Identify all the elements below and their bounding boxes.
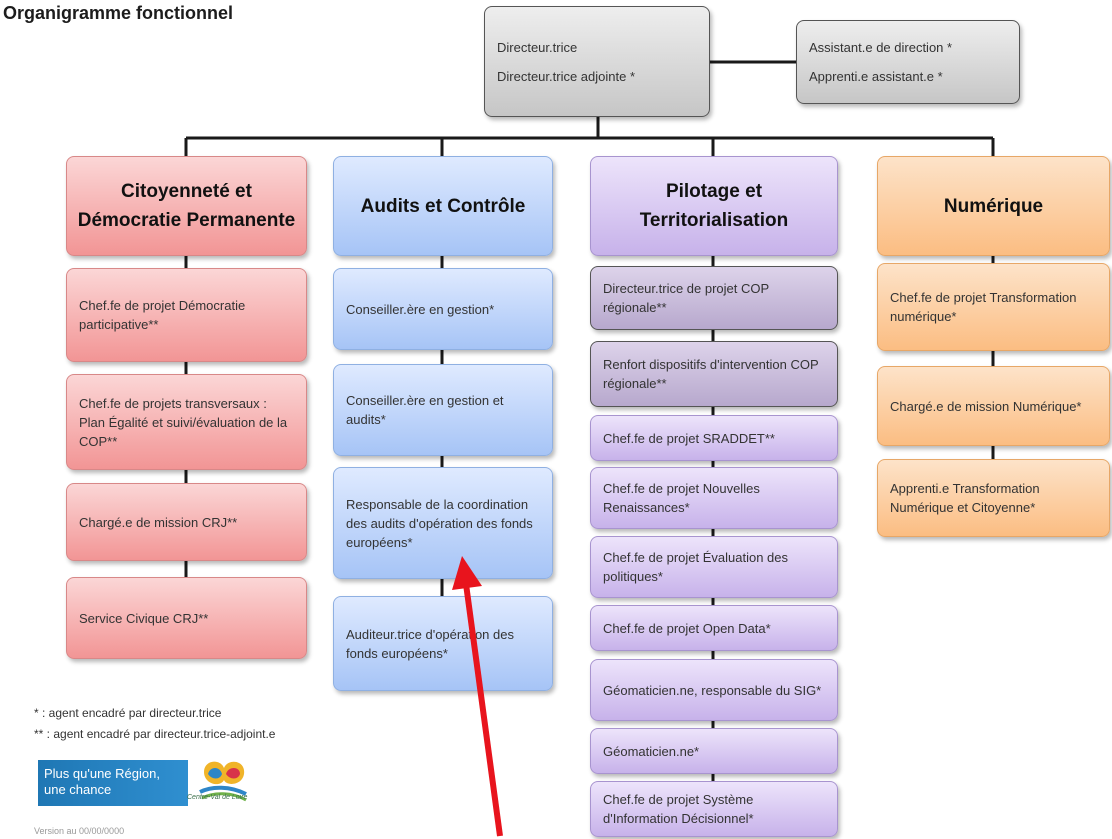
org-box: Chef.fe de projet Open Data* bbox=[590, 605, 838, 651]
legend-double-asterisk: ** : agent encadré par directeur.trice-a… bbox=[34, 727, 276, 741]
director-box: Directeur.trice Directeur.trice adjointe… bbox=[484, 6, 710, 117]
org-box: Apprenti.e Transformation Numérique et C… bbox=[877, 459, 1110, 537]
org-box: Chef.fe de projet Système d'Information … bbox=[590, 781, 838, 837]
org-box: Auditeur.trice d'opération des fonds eur… bbox=[333, 596, 553, 691]
org-box: Chef.fe de projet Évaluation des politiq… bbox=[590, 536, 838, 598]
deputy-director-label: Directeur.trice adjointe * bbox=[497, 68, 636, 84]
org-box: Service Civique CRJ** bbox=[66, 577, 307, 659]
region-logo-icon bbox=[199, 761, 247, 802]
org-box: Chef.fe de projet SRADDET** bbox=[590, 415, 838, 461]
org-box: Chef.fe de projet Nouvelles Renaissances… bbox=[590, 467, 838, 529]
logo-caption: Centre-Val de Loire bbox=[187, 794, 248, 801]
org-box: Conseiller.ère en gestion et audits* bbox=[333, 364, 553, 456]
apprentice-assistant-label: Apprenti.e assistant.e * bbox=[809, 69, 943, 84]
legend-single-asterisk: * : agent encadré par directeur.trice bbox=[34, 706, 222, 720]
slogan-banner: Plus qu'une Région, une chance bbox=[38, 760, 188, 806]
org-box: Responsable de la coordination des audit… bbox=[333, 467, 553, 579]
org-box: Géomaticien.ne, responsable du SIG* bbox=[590, 659, 838, 721]
column-header-audits: Audits et Contrôle bbox=[333, 156, 553, 256]
org-box: Directeur.trice de projet COP régionale*… bbox=[590, 266, 838, 330]
director-label: Directeur.trice bbox=[497, 39, 578, 55]
org-box: Chargé.e de mission CRJ** bbox=[66, 483, 307, 561]
org-box: Renfort dispositifs d'intervention COP r… bbox=[590, 341, 838, 407]
assistant-box: Assistant.e de direction * Apprenti.e as… bbox=[796, 20, 1020, 104]
page-title: Organigramme fonctionnel bbox=[3, 3, 234, 23]
footer-version: Version au 00/00/0000 bbox=[34, 826, 125, 836]
org-box: Chargé.e de mission Numérique* bbox=[877, 366, 1110, 446]
column-header-numerique: Numérique bbox=[877, 156, 1110, 256]
org-box: Chef.fe de projet Démocratie participati… bbox=[66, 268, 307, 362]
org-box: Chef.fe de projet Transformation numériq… bbox=[877, 263, 1110, 351]
column-header-pilotage: Pilotage et Territorialisation bbox=[590, 156, 838, 256]
column-header-citoyennete: Citoyenneté et Démocratie Permanente bbox=[66, 156, 307, 256]
org-box: Chef.fe de projets transversaux : Plan É… bbox=[66, 374, 307, 470]
org-box: Conseiller.ère en gestion* bbox=[333, 268, 553, 350]
org-box: Géomaticien.ne* bbox=[590, 728, 838, 774]
assistant-label: Assistant.e de direction * bbox=[809, 40, 953, 55]
